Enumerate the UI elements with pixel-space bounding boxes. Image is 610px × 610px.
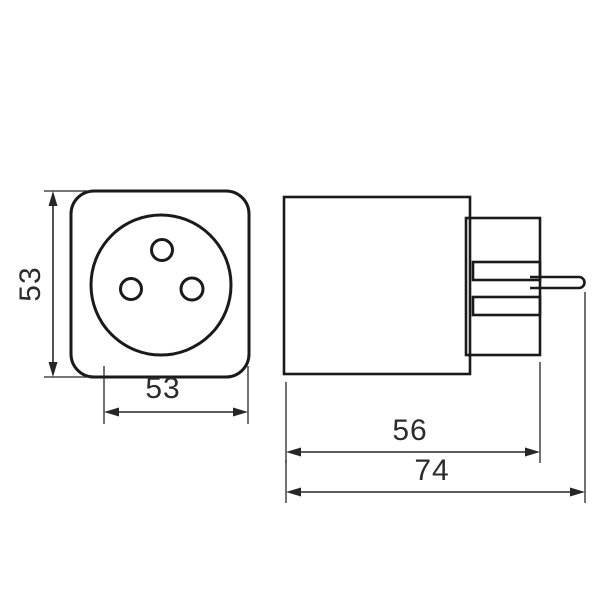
dimension-label-front-height: 53 [14,266,47,301]
arrow-head-right [525,447,540,457]
socket-faceplate [69,189,251,379]
contact-slot-lower [471,295,542,317]
arrow-head-bottom [48,362,58,377]
adapter-body [282,195,472,376]
neutral-pin-hole [179,276,205,302]
arrow-head-right [233,407,248,417]
side-view [282,195,586,376]
arrow-head-right [570,487,585,497]
plug-housing [464,216,542,357]
live-pin-hole [119,277,143,301]
arrow-head-left [104,407,119,417]
dimension-front-width: 53 [103,366,249,424]
arrow-head-left [286,487,301,497]
arrow-head-left [286,447,301,457]
dimension-label-front-width: 53 [145,372,180,405]
earth-pin [530,275,586,290]
earth-pin-hole [150,238,174,262]
dimension-label-side-body-depth: 56 [392,414,427,447]
dimension-label-side-total-depth: 74 [414,454,449,487]
arrow-head-top [48,191,58,206]
dimension-front-height: 53 [14,190,92,378]
front-view [69,189,251,379]
dimension-side-body-depth: 56 [285,362,541,463]
dimension-side-total-depth: 74 [285,292,586,503]
socket-recess-circle [89,213,233,357]
contact-slot-upper [471,260,542,282]
